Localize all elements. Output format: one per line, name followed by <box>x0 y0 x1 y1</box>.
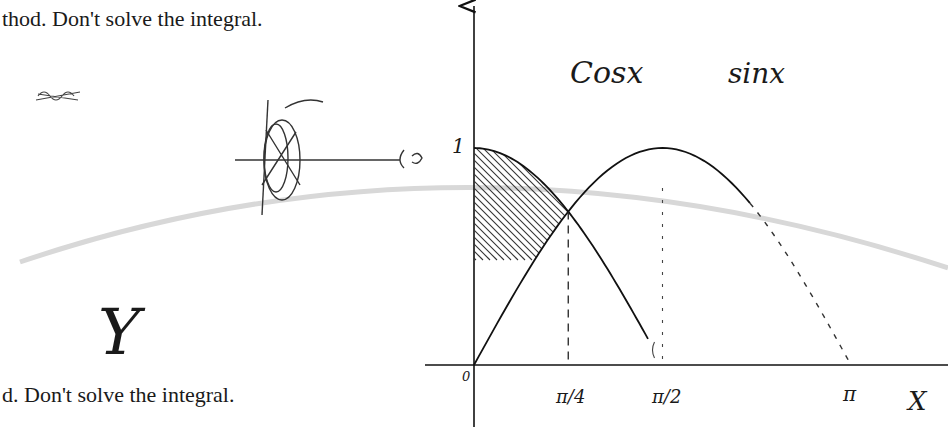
curve-label: sinx <box>728 60 785 88</box>
guide-line <box>568 212 569 361</box>
instruction-text: thod. Don't solve the integral. <box>2 8 263 30</box>
curve-label: Cosx <box>570 58 643 88</box>
axis-tick-label: π/4 <box>556 388 585 406</box>
sketch-letter: Y <box>98 300 140 364</box>
guide-line <box>662 188 663 361</box>
crossed-out-word <box>36 92 80 100</box>
cos-curve <box>474 148 648 339</box>
tick-mark <box>652 342 654 358</box>
origin-label: 0 <box>462 370 470 383</box>
axis-label: X <box>908 388 927 414</box>
axis-tick-label: π/2 <box>652 388 681 406</box>
x-axis <box>425 364 948 366</box>
sin-curve-dotted <box>750 203 851 365</box>
watermark-arc <box>20 187 948 268</box>
sin-curve <box>474 148 750 365</box>
axis-tick-label: π <box>843 384 856 404</box>
shaded-region <box>300 140 833 260</box>
rotation-sketch <box>235 100 422 215</box>
instruction-text: d. Don't solve the integral. <box>2 384 234 406</box>
axis-value: 1 <box>452 136 465 156</box>
